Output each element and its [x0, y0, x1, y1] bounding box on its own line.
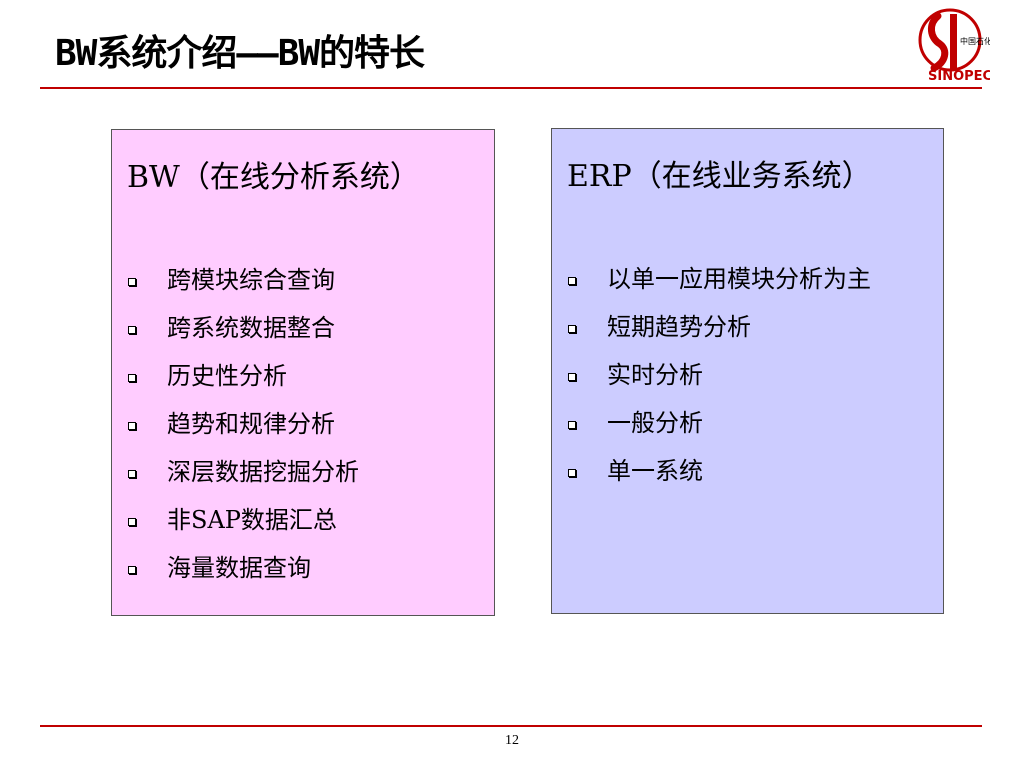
list-item-label: 趋势和规律分析 — [167, 410, 335, 438]
square-bullet-icon — [128, 278, 136, 286]
list-item-label: 历史性分析 — [167, 362, 287, 390]
footer-divider — [40, 725, 982, 727]
bw-panel: BW（在线分析系统） 跨模块综合查询 跨系统数据整合 历史性分析 趋势和规律分析… — [111, 129, 495, 616]
list-item: 海量数据查询 — [112, 544, 359, 592]
square-bullet-icon — [568, 277, 576, 285]
erp-panel-heading: ERP（在线业务系统） — [567, 159, 872, 194]
svg-text:中国石化: 中国石化 — [960, 36, 990, 46]
square-bullet-icon — [568, 469, 576, 477]
page-number: 12 — [505, 733, 519, 748]
bw-feature-list: 跨模块综合查询 跨系统数据整合 历史性分析 趋势和规律分析 深层数据挖掘分析 非… — [112, 256, 359, 592]
square-bullet-icon — [128, 422, 136, 430]
list-item-label: 深层数据挖掘分析 — [167, 458, 359, 486]
bw-panel-heading: BW（在线分析系统） — [127, 160, 420, 195]
square-bullet-icon — [568, 421, 576, 429]
list-item-label: 跨模块综合查询 — [167, 266, 335, 294]
square-bullet-icon — [568, 325, 576, 333]
list-item: 短期趋势分析 — [552, 303, 871, 351]
list-item-label: 以单一应用模块分析为主 — [607, 265, 871, 293]
header-divider — [40, 87, 982, 89]
sinopec-logo-icon: 中国石化 SINOPEC — [910, 4, 992, 84]
list-item: 一般分析 — [552, 399, 871, 447]
square-bullet-icon — [128, 326, 136, 334]
list-item: 以单一应用模块分析为主 — [552, 255, 871, 303]
list-item-label: 短期趋势分析 — [607, 313, 751, 341]
list-item: 趋势和规律分析 — [112, 400, 359, 448]
erp-panel: ERP（在线业务系统） 以单一应用模块分析为主 短期趋势分析 实时分析 一般分析… — [551, 128, 944, 614]
erp-feature-list: 以单一应用模块分析为主 短期趋势分析 实时分析 一般分析 单一系统 — [552, 255, 871, 495]
square-bullet-icon — [568, 373, 576, 381]
square-bullet-icon — [128, 470, 136, 478]
list-item-label: 一般分析 — [607, 409, 703, 437]
list-item: 跨系统数据整合 — [112, 304, 359, 352]
square-bullet-icon — [128, 374, 136, 382]
square-bullet-icon — [128, 518, 136, 526]
list-item: 实时分析 — [552, 351, 871, 399]
list-item: 深层数据挖掘分析 — [112, 448, 359, 496]
list-item-label: 非SAP数据汇总 — [167, 506, 337, 534]
list-item: 非SAP数据汇总 — [112, 496, 359, 544]
list-item: 单一系统 — [552, 447, 871, 495]
svg-text:SINOPEC: SINOPEC — [928, 69, 990, 84]
list-item: 历史性分析 — [112, 352, 359, 400]
list-item-label: 海量数据查询 — [167, 554, 311, 582]
square-bullet-icon — [128, 566, 136, 574]
list-item-label: 单一系统 — [607, 457, 703, 485]
list-item-label: 跨系统数据整合 — [167, 314, 335, 342]
slide-title: BW系统介绍——BW的特长 — [55, 33, 425, 74]
list-item: 跨模块综合查询 — [112, 256, 359, 304]
list-item-label: 实时分析 — [607, 361, 703, 389]
